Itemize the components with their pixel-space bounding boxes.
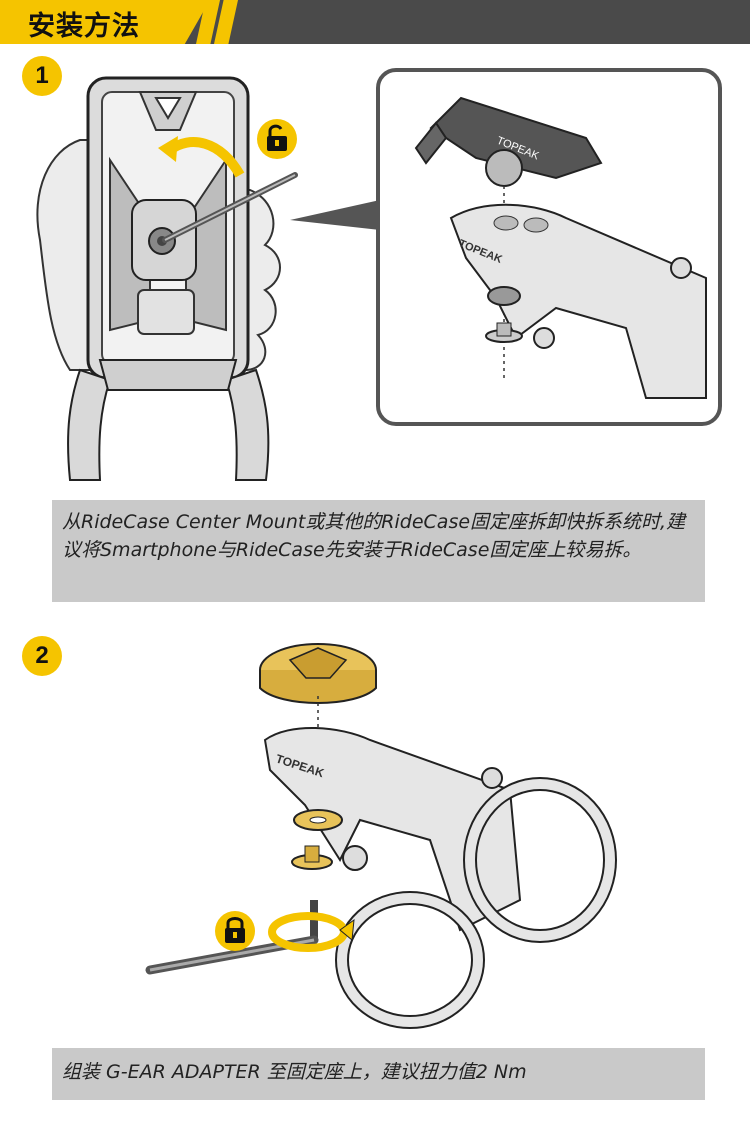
step-2-number: 2	[22, 636, 62, 676]
header-bar: 安装方法	[0, 0, 750, 44]
step-2-caption-text: 组装 G-EAR ADAPTER 至固定座上，建议扭力值2 Nm	[62, 1061, 527, 1083]
unlock-icon	[257, 119, 297, 159]
phone-case-illustration	[36, 76, 380, 481]
lock-icon	[215, 911, 255, 951]
step-1-number: 1	[22, 56, 62, 96]
step-1-caption-text: 从RideCase Center Mount或其他的RideCase固定座拆卸快…	[62, 511, 686, 561]
adapter-assembly-illustration: TOPEAK	[145, 643, 617, 1029]
step-2-caption: 组装 G-EAR ADAPTER 至固定座上，建议扭力值2 Nm	[52, 1048, 705, 1100]
detail-callout-box: TOPEAK TOPEAK	[376, 68, 722, 426]
step-1-caption: 从RideCase Center Mount或其他的RideCase固定座拆卸快…	[52, 500, 705, 602]
header-accent	[0, 0, 210, 44]
page-title: 安装方法	[28, 11, 140, 42]
